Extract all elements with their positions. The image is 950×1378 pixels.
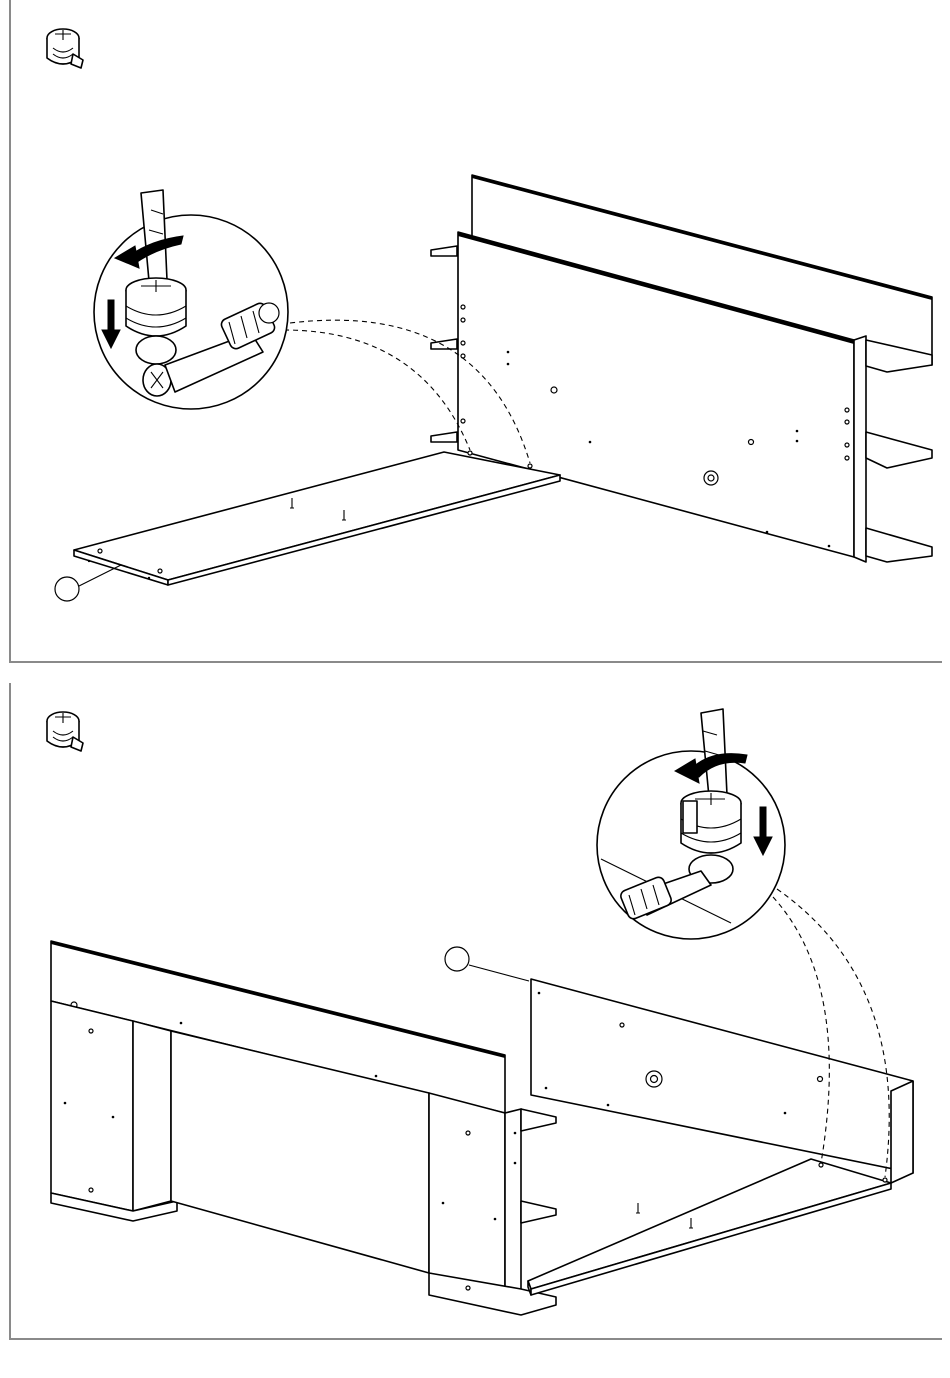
part-callout [445, 947, 529, 981]
assembly-step-1 [9, 0, 942, 663]
side-panel [531, 979, 913, 1173]
detail-view-2 [597, 709, 785, 939]
right-shelf-unit [854, 336, 932, 562]
part-callout [55, 565, 121, 601]
cam-lock-body [681, 791, 741, 883]
bottom-board [74, 451, 560, 585]
detail-view-1 [94, 190, 288, 409]
assembly-step-2 [9, 683, 942, 1340]
end-panel [891, 1081, 913, 1183]
left-leg-block [51, 1001, 179, 1221]
left-shelves [431, 246, 457, 442]
bottom-rail [528, 1159, 891, 1295]
